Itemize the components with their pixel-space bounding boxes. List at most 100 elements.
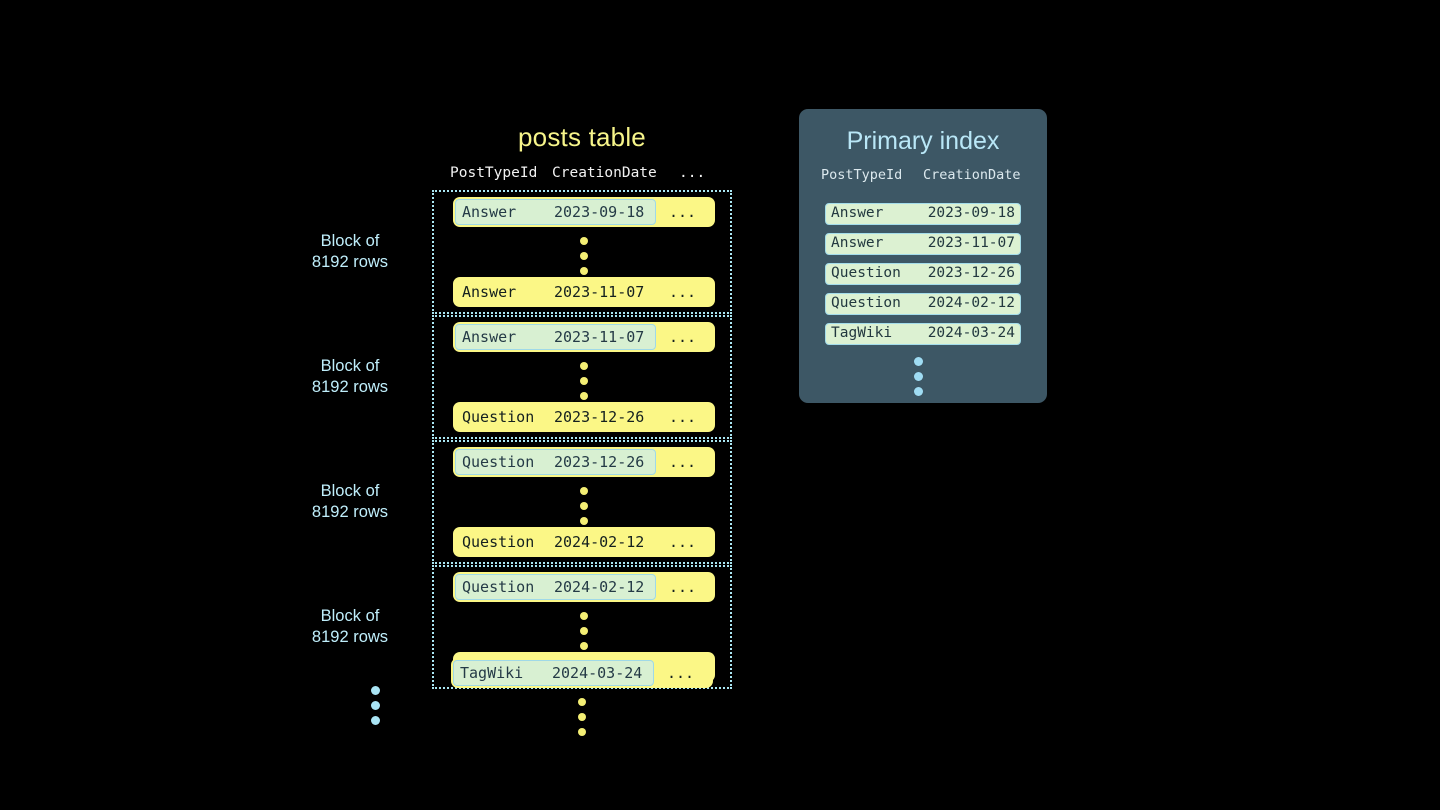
ellipsis-dot	[371, 716, 380, 725]
index-column-header-posttypeid: PostTypeId	[821, 167, 903, 183]
table-block: Block of 8192 rows Answer 2023-09-18 ...…	[312, 190, 732, 314]
index-row: Question 2024-02-12	[825, 293, 1021, 315]
column-header-creationdate: CreationDate	[552, 165, 657, 181]
table-row: Question 2023-12-26 ...	[453, 447, 715, 477]
cell-creationdate: 2023-09-18	[554, 203, 645, 221]
cell-posttypeid: TagWiki	[460, 664, 524, 682]
posts-table-title: posts table	[518, 122, 646, 152]
cell-more: ...	[667, 664, 695, 682]
row-ellipsis	[453, 232, 715, 275]
primary-index-title: Primary index	[846, 127, 1000, 155]
cell-posttypeid: Answer	[462, 328, 517, 346]
ellipsis-dot	[914, 357, 923, 366]
cell-creationdate: 2023-11-07	[554, 283, 645, 301]
index-cell-creationdate: 2023-11-07	[927, 235, 1015, 251]
ellipsis-dot	[371, 701, 380, 710]
ellipsis-dot	[914, 387, 923, 396]
index-column-header-creationdate: CreationDate	[923, 167, 1021, 183]
primary-index-column-headers: PostTypeId CreationDate	[799, 167, 1047, 187]
cell-more: ...	[669, 408, 697, 426]
ellipsis-dot	[578, 698, 586, 706]
posts-table-trailing: TagWiki 2024-03-24 ...	[432, 658, 732, 739]
row-key-cells: TagWiki 2024-03-24	[453, 660, 654, 686]
index-cell-posttypeid: TagWiki	[831, 325, 893, 341]
ellipsis-dot	[580, 502, 588, 510]
row-ellipsis	[453, 357, 715, 400]
ellipsis-dot	[578, 713, 586, 721]
block-label: Block of 8192 rows	[311, 232, 389, 271]
ellipsis-dot	[580, 252, 588, 260]
cell-more: ...	[669, 453, 697, 471]
index-cell-posttypeid: Question	[831, 295, 901, 311]
ellipsis-dot	[580, 392, 588, 400]
block-label: Block of 8192 rows	[311, 482, 389, 521]
cell-posttypeid: Question	[462, 408, 535, 426]
table-block: Block of 8192 rows Answer 2023-11-07 ...…	[312, 315, 732, 439]
ellipsis-dot	[578, 728, 586, 736]
ellipsis-dot	[580, 627, 588, 635]
table-row: Question 2024-02-12 ...	[453, 572, 715, 602]
index-cell-posttypeid: Answer	[831, 205, 884, 221]
cell-posttypeid: Question	[462, 533, 535, 551]
index-row: Answer 2023-11-07	[825, 233, 1021, 255]
row-ellipsis	[453, 482, 715, 525]
ellipsis-dot	[580, 642, 588, 650]
cell-posttypeid: Answer	[462, 283, 517, 301]
table-row: Question 2024-02-12 ...	[453, 527, 715, 557]
table-row: Question 2023-12-26 ...	[453, 402, 715, 432]
ellipsis-dot	[914, 372, 923, 381]
ellipsis-dot	[580, 267, 588, 275]
cell-creationdate: 2024-02-12	[554, 533, 645, 551]
row-key-cells: Answer 2023-09-18	[455, 199, 656, 225]
index-cell-creationdate: 2023-12-26	[927, 265, 1015, 281]
table-block: Block of 8192 rows Question 2023-12-26 .…	[312, 440, 732, 564]
ellipsis-dot	[580, 362, 588, 370]
primary-index-panel: Primary index PostTypeId CreationDate An…	[799, 109, 1047, 403]
cell-more: ...	[669, 283, 697, 301]
ellipsis-dot	[580, 377, 588, 385]
row-key-cells: Question 2024-02-12	[455, 529, 656, 555]
cell-posttypeid: Question	[462, 578, 535, 596]
index-cell-creationdate: 2024-02-12	[927, 295, 1015, 311]
row-key-cells: Answer 2023-11-07	[455, 324, 656, 350]
cell-creationdate: 2024-02-12	[554, 578, 645, 596]
cell-creationdate: 2024-03-24	[552, 664, 643, 682]
index-row: Question 2023-12-26	[825, 263, 1021, 285]
row-key-cells: Answer 2023-11-07	[455, 279, 656, 305]
posts-table-column-headers: PostTypeId CreationDate ...	[432, 165, 732, 187]
row-ellipsis	[451, 693, 713, 739]
index-ellipsis	[914, 357, 924, 401]
index-row: TagWiki 2024-03-24	[825, 323, 1021, 345]
table-row: Answer 2023-11-07 ...	[453, 277, 715, 307]
index-cell-posttypeid: Question	[831, 265, 901, 281]
block-ellipsis	[371, 686, 381, 732]
cell-creationdate: 2023-12-26	[554, 453, 645, 471]
index-cell-creationdate: 2023-09-18	[927, 205, 1015, 221]
column-header-posttypeid: PostTypeId	[450, 165, 538, 181]
row-key-cells: Question 2023-12-26	[455, 404, 656, 430]
primary-index-rows: Answer 2023-09-18 Answer 2023-11-07 Ques…	[825, 203, 1021, 353]
table-row: TagWiki 2024-03-24 ...	[451, 658, 713, 688]
block-label: Block of 8192 rows	[311, 357, 389, 396]
cell-more: ...	[669, 533, 697, 551]
index-row: Answer 2023-09-18	[825, 203, 1021, 225]
cell-more: ...	[669, 578, 697, 596]
cell-more: ...	[669, 328, 697, 346]
cell-posttypeid: Answer	[462, 203, 517, 221]
block-label: Block of 8192 rows	[311, 607, 389, 646]
cell-creationdate: 2023-11-07	[554, 328, 645, 346]
column-header-more: ...	[679, 165, 706, 181]
row-ellipsis	[453, 607, 715, 650]
cell-more: ...	[669, 203, 697, 221]
table-row: Answer 2023-09-18 ...	[453, 197, 715, 227]
cell-posttypeid: Question	[462, 453, 535, 471]
posts-table-blocks: Block of 8192 rows Answer 2023-09-18 ...…	[312, 190, 732, 689]
ellipsis-dot	[580, 612, 588, 620]
ellipsis-dot	[580, 517, 588, 525]
index-cell-creationdate: 2024-03-24	[927, 325, 1015, 341]
row-key-cells: Question 2024-02-12	[455, 574, 656, 600]
table-row: Answer 2023-11-07 ...	[453, 322, 715, 352]
row-key-cells: Question 2023-12-26	[455, 449, 656, 475]
ellipsis-dot	[371, 686, 380, 695]
